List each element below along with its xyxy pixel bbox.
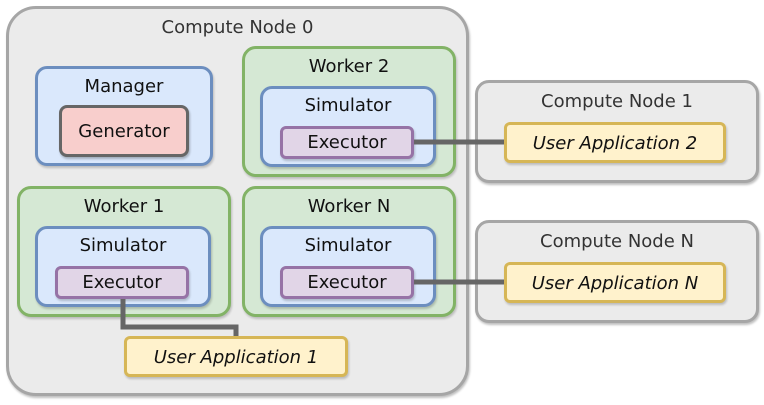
user-application-1-label: User Application 1 (153, 347, 319, 368)
worker-2-simulator-label: Simulator (304, 95, 392, 116)
user-application-n-label: User Application N (531, 273, 699, 294)
worker-2-label: Worker 2 (308, 56, 390, 77)
generator-box: Generator (59, 105, 189, 157)
link-executor-1-to-app-1 (120, 299, 239, 339)
worker-1-executor-label: Executor (82, 272, 162, 293)
user-application-2: User Application 2 (504, 122, 726, 163)
compute-node-1-label: Compute Node 1 (541, 91, 693, 112)
user-application-1: User Application 1 (124, 336, 348, 377)
compute-node-0-label: Compute Node 0 (161, 17, 314, 38)
worker-2-executor-label: Executor (307, 132, 387, 153)
worker-2-executor: Executor (280, 126, 414, 159)
worker-1-label: Worker 1 (83, 196, 165, 217)
worker-1-simulator-label: Simulator (79, 235, 167, 256)
user-application-2-label: User Application 2 (532, 133, 698, 154)
generator-label: Generator (78, 121, 170, 142)
manager-label: Manager (84, 76, 164, 97)
worker-n-label: Worker N (307, 196, 391, 217)
worker-n-executor-label: Executor (307, 272, 387, 293)
worker-n-executor: Executor (280, 266, 414, 299)
worker-1-executor: Executor (55, 266, 189, 299)
compute-node-n-label: Compute Node N (540, 231, 694, 252)
user-application-n: User Application N (504, 262, 726, 303)
worker-n-simulator-label: Simulator (304, 235, 392, 256)
